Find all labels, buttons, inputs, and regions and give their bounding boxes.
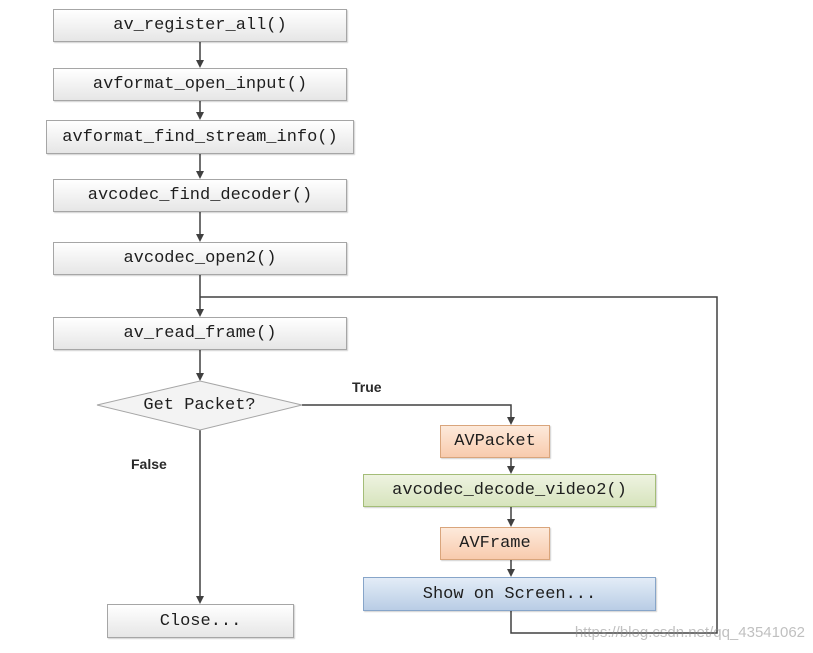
- arrow-open2-to-read-frame: [196, 275, 204, 317]
- node-avframe: AVFrame: [440, 527, 550, 560]
- node-show-on-screen: Show on Screen...: [363, 577, 656, 611]
- decision-diamond: [96, 380, 303, 431]
- arrowhead: [196, 171, 204, 179]
- node-close: Close...: [107, 604, 294, 638]
- decision-label: Get Packet?: [143, 396, 256, 415]
- node-avformat-open-input: avformat_open_input(): [53, 68, 347, 101]
- arrowhead: [507, 569, 515, 577]
- arrow-decision-true-to-packet: [302, 404, 515, 425]
- arrowhead: [196, 309, 204, 317]
- arrowhead: [196, 234, 204, 242]
- arrow-frame-to-show: [507, 560, 515, 577]
- arrowhead: [507, 519, 515, 527]
- arrowhead: [196, 112, 204, 120]
- arrow-read-frame-to-decision: [196, 350, 204, 381]
- edge-label-false: False: [131, 456, 167, 472]
- node-avcodec-find-decoder: avcodec_find_decoder(): [53, 179, 347, 212]
- arrow-decode-to-frame: [507, 507, 515, 527]
- node-avcodec-decode-video2: avcodec_decode_video2(): [363, 474, 656, 507]
- node-avformat-find-stream-info: avformat_find_stream_info(): [46, 120, 354, 154]
- node-av-register-all: av_register_all(): [53, 9, 347, 42]
- arrow-find-stream-info-to-find-decoder: [196, 154, 204, 179]
- arrowhead: [507, 466, 515, 474]
- connector-line: [302, 404, 512, 419]
- arrowhead: [196, 596, 204, 604]
- arrowhead: [196, 60, 204, 68]
- arrow-packet-to-decode: [507, 458, 515, 474]
- node-avpacket: AVPacket: [440, 425, 550, 458]
- arrow-find-decoder-to-open2: [196, 212, 204, 242]
- loop-back-connector: [200, 296, 718, 634]
- arrow-decision-false-to-close: [196, 430, 204, 604]
- arrowhead: [196, 373, 204, 381]
- node-av-read-frame: av_read_frame(): [53, 317, 347, 350]
- edge-label-true: True: [352, 379, 382, 395]
- arrow-register-to-open-input: [196, 42, 204, 68]
- watermark: https://blog.csdn.net/qq_43541062: [574, 624, 805, 641]
- node-avcodec-open2: avcodec_open2(): [53, 242, 347, 275]
- arrow-open-input-to-find-stream-info: [196, 101, 204, 120]
- arrowhead: [507, 417, 515, 425]
